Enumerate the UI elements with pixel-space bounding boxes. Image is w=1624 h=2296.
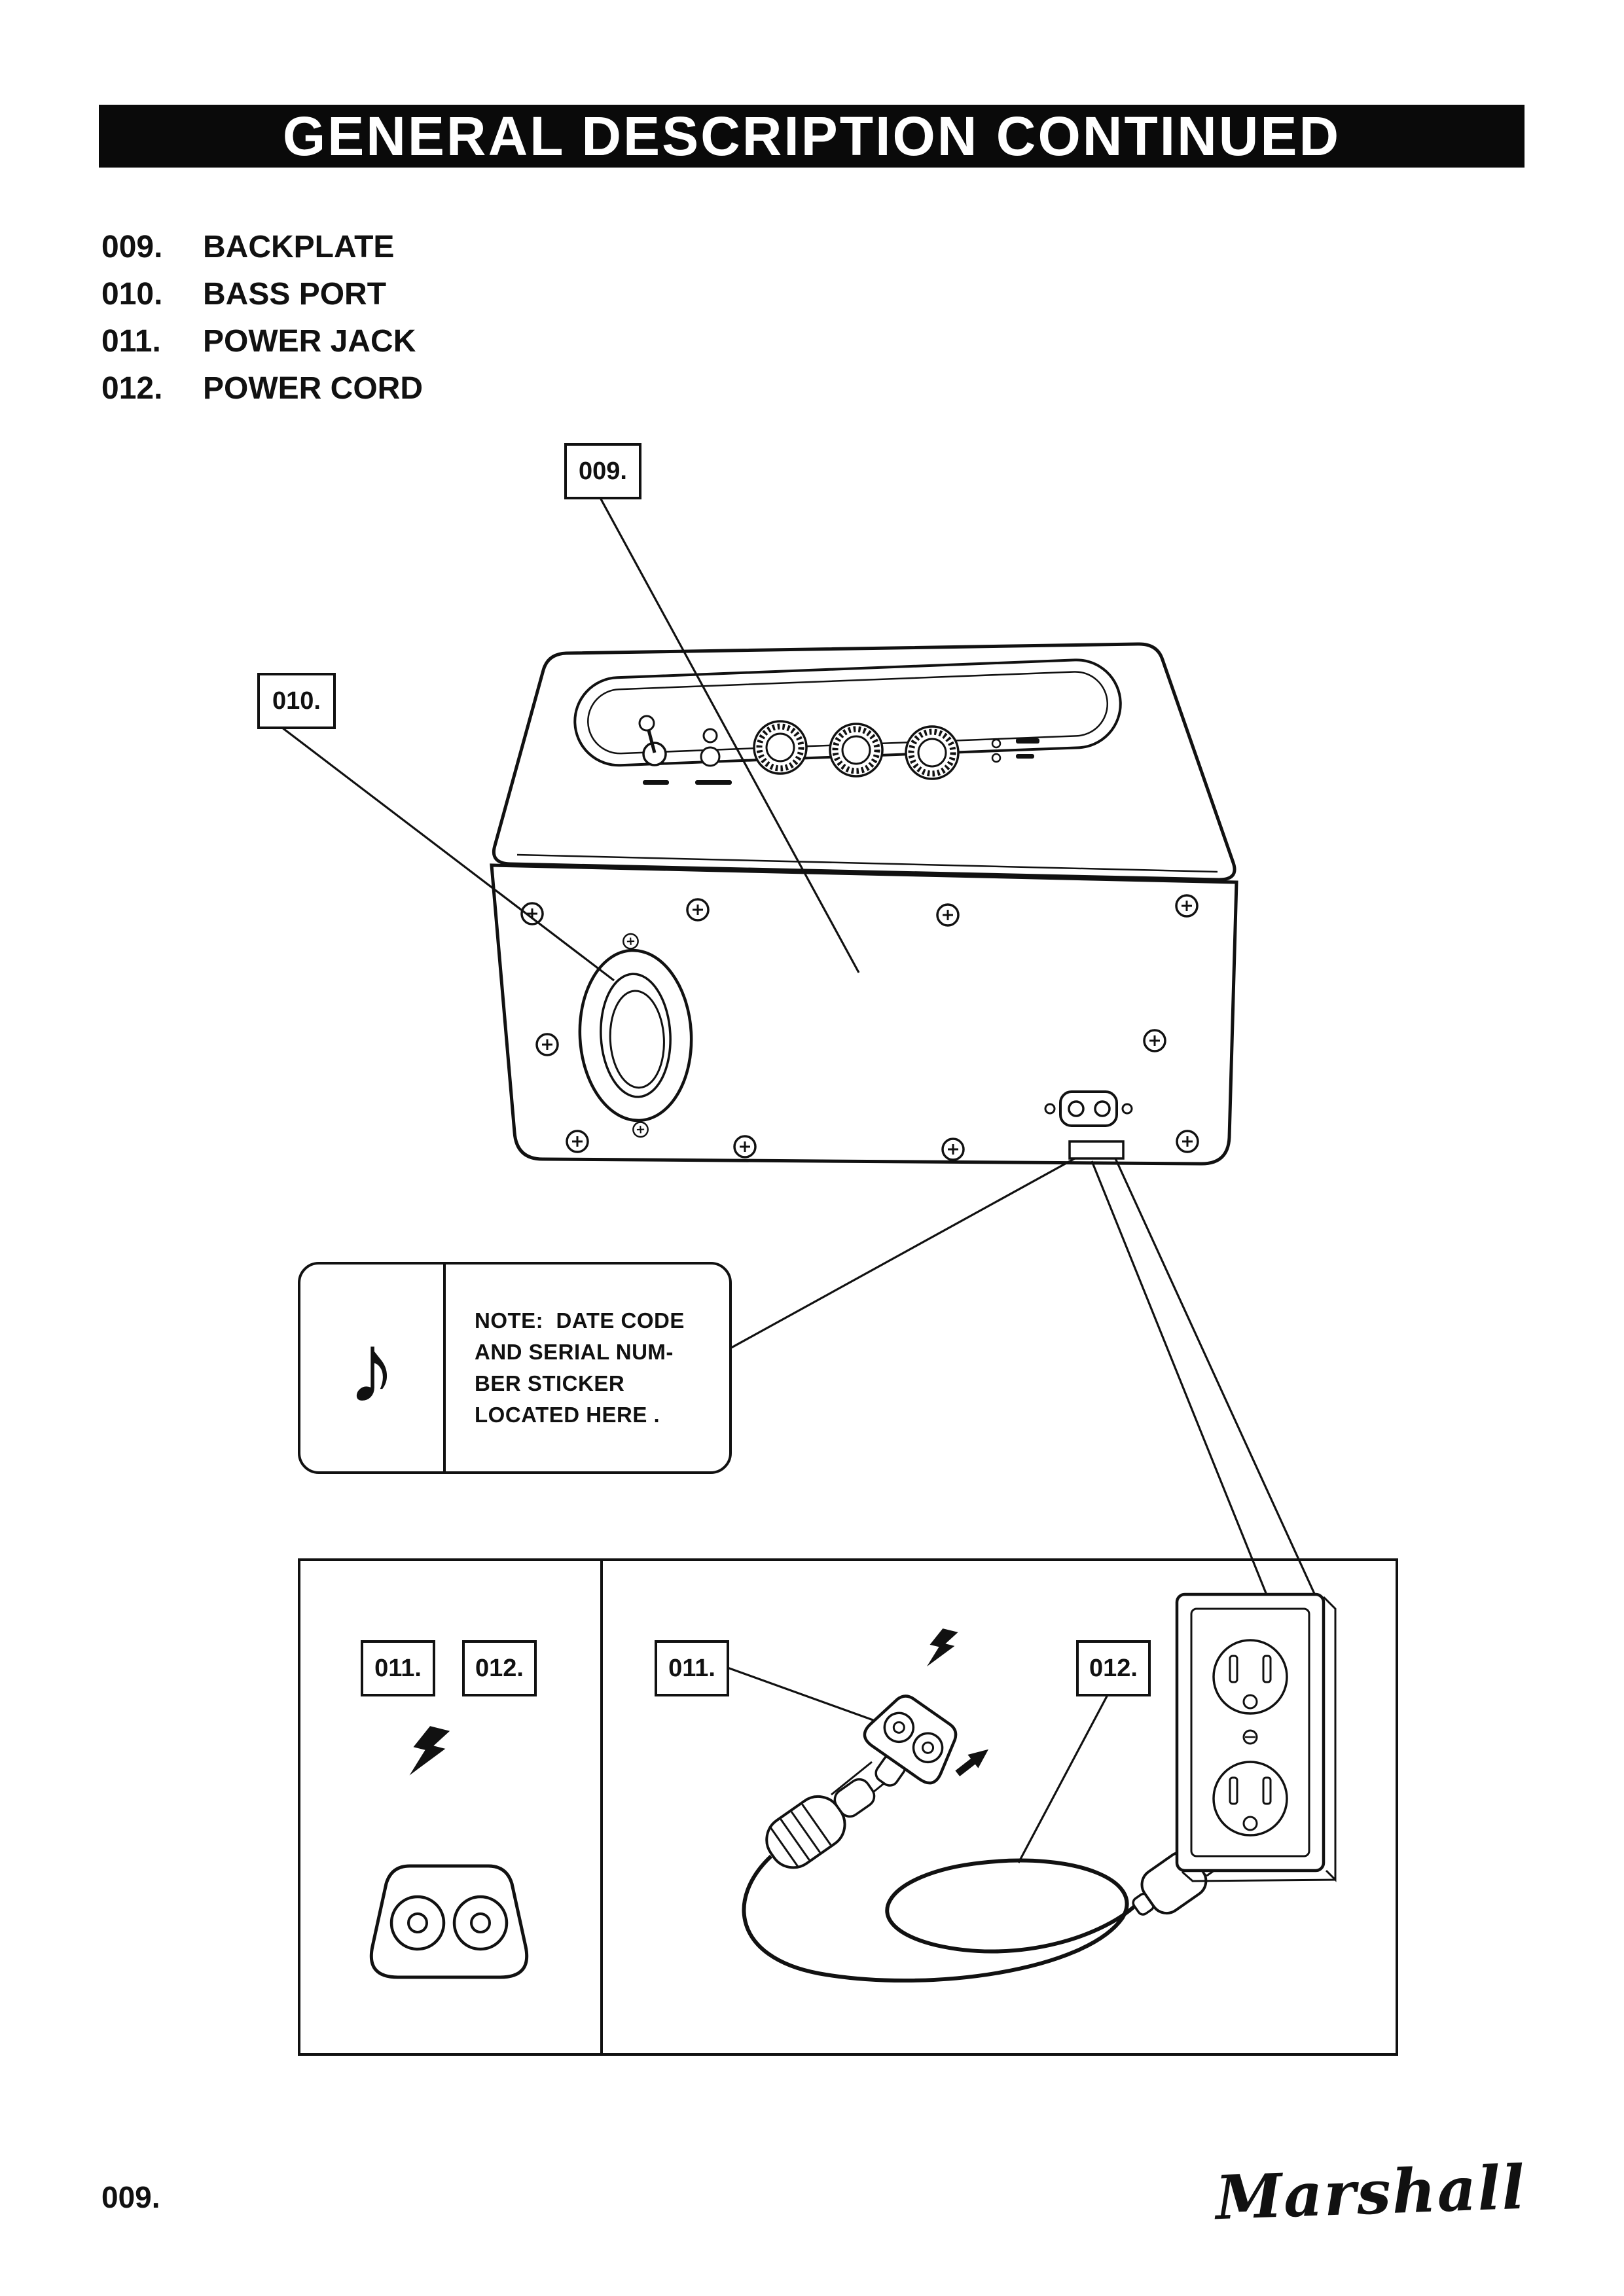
parts-list-item: 012. POWER CORD xyxy=(101,365,423,412)
panel-label-marks xyxy=(643,738,1039,785)
callout-label: 011. xyxy=(374,1654,422,1682)
treble-knob xyxy=(906,726,958,779)
leader-to-outlet-1 xyxy=(1091,1160,1270,1600)
callout-label: 012. xyxy=(475,1654,524,1682)
note-line: BER STICKER xyxy=(475,1371,625,1395)
part-label: BASS PORT xyxy=(203,277,387,312)
speaker-top-face xyxy=(492,642,1236,882)
speaker-back-panel xyxy=(490,863,1238,1166)
part-number: 012. xyxy=(101,371,163,406)
backplate-screws xyxy=(520,894,1199,1161)
serial-note-box: ♪ NOTE: DATE CODE AND SERIAL NUM- BER ST… xyxy=(298,1262,732,1474)
leader-bass-port xyxy=(278,724,615,982)
power-switch xyxy=(638,715,667,766)
part-label: BACKPLATE xyxy=(203,230,395,264)
header-bar: GENERAL DESCRIPTION CONTINUED xyxy=(99,105,1525,168)
parts-list: 009. BACKPLATE 010. BASS PORT 011. POWER… xyxy=(101,224,423,412)
note-line: LOCATED HERE . xyxy=(475,1403,660,1427)
callout-label: 011. xyxy=(668,1654,715,1682)
control-button xyxy=(702,728,718,744)
part-label: POWER CORD xyxy=(203,371,423,406)
control-button xyxy=(700,746,721,767)
volume-knob xyxy=(754,721,806,774)
bass-port xyxy=(578,933,693,1138)
note-line: NOTE: DATE CODE xyxy=(475,1308,685,1333)
note-line: AND SERIAL NUM- xyxy=(475,1340,674,1364)
power-inlet-jack xyxy=(1044,1090,1133,1127)
serial-sticker xyxy=(1068,1140,1125,1160)
bass-knob xyxy=(830,724,882,776)
cabinet-seam xyxy=(516,853,1218,873)
leader-backplate xyxy=(598,495,860,973)
parts-list-item: 009. BACKPLATE xyxy=(101,224,423,271)
callout-label: 010. xyxy=(272,687,321,715)
speaker-illustration xyxy=(490,642,1238,1166)
part-number: 009. xyxy=(101,230,163,264)
leader-serial-note xyxy=(727,1157,1075,1351)
control-panel xyxy=(573,658,1122,767)
brand-logo: Marshall xyxy=(1214,2151,1527,2234)
callout-power-jack-right: 011. xyxy=(655,1640,729,1696)
part-number: 011. xyxy=(101,324,161,359)
callout-power-cord-left: 012. xyxy=(462,1640,537,1696)
page-title: GENERAL DESCRIPTION CONTINUED xyxy=(282,105,1341,167)
part-number: 010. xyxy=(101,277,163,312)
music-note-icon: ♪ xyxy=(300,1265,446,1471)
callout-bass-port: 010. xyxy=(257,673,336,729)
callout-label: 012. xyxy=(1089,1654,1138,1682)
page-number: 009. xyxy=(101,2180,160,2214)
callout-power-cord-right: 012. xyxy=(1076,1640,1151,1696)
figure-panel xyxy=(298,1558,1398,2056)
parts-list-item: 011. POWER JACK xyxy=(101,318,423,365)
part-label: POWER JACK xyxy=(203,324,416,359)
parts-list-item: 010. BASS PORT xyxy=(101,271,423,318)
figure-panel-divider xyxy=(600,1561,603,2053)
callout-power-jack-left: 011. xyxy=(361,1640,435,1696)
callout-label: 009. xyxy=(579,457,627,485)
leader-to-outlet-2 xyxy=(1114,1158,1320,1603)
callout-backplate: 009. xyxy=(564,443,641,499)
note-text: NOTE: DATE CODE AND SERIAL NUM- BER STIC… xyxy=(446,1265,729,1471)
